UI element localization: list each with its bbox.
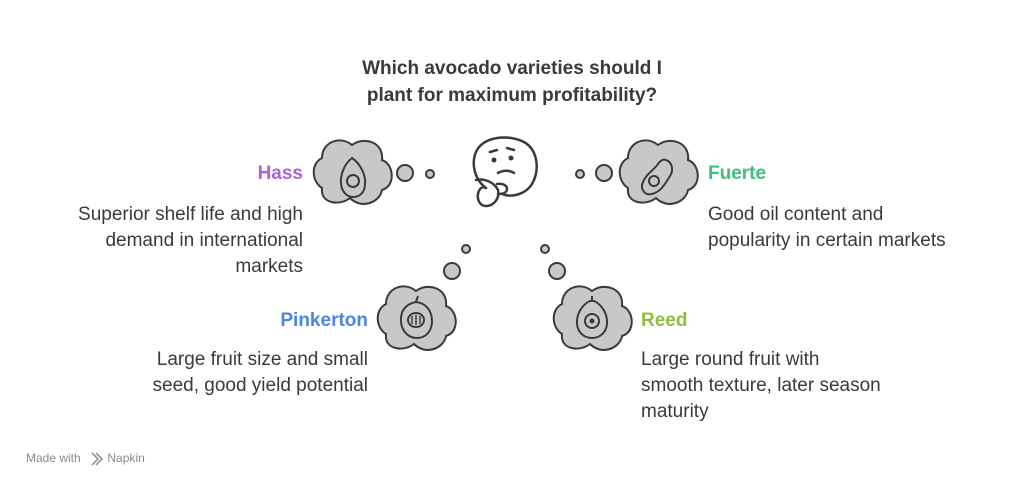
footer-attribution: Made with Napkin	[26, 451, 145, 465]
hass-cloud-icon	[312, 139, 393, 205]
pinkerton-label: Pinkerton	[280, 310, 368, 331]
footer-made-with: Made with	[26, 451, 81, 465]
footer-brand: Napkin	[107, 451, 145, 465]
thought-bubble-large-reed	[548, 262, 566, 280]
reed-desc-line: maturity	[641, 401, 709, 422]
reed-cloud-icon	[552, 285, 633, 351]
pinkerton-description: Large fruit size and small seed, good yi…	[80, 347, 369, 399]
diagram-title: Which avocado varieties should I plant f…	[312, 55, 712, 109]
thought-bubble-large-pinkerton	[443, 262, 461, 280]
fuerte-desc-line: popularity in certain markets	[708, 230, 946, 251]
pinkerton-desc-line: Large fruit size and small	[156, 349, 368, 370]
fuerte-desc-line: Good oil content and	[708, 204, 884, 225]
reed-desc-line: smooth texture, later season	[641, 375, 881, 396]
reed-label: Reed	[641, 310, 688, 331]
thought-bubble-large-fuerte	[595, 164, 613, 182]
hass-label: Hass	[257, 163, 303, 184]
hass-desc-line: markets	[235, 256, 303, 277]
reed-desc-line: Large round fruit with	[641, 349, 820, 370]
hass-description: Superior shelf life and high demand in i…	[20, 202, 303, 280]
title-line-1: Which avocado varieties should I	[362, 58, 662, 79]
thought-bubble-small-hass	[425, 169, 435, 179]
thinking-face-icon	[472, 136, 538, 208]
whole-avocado-icon	[339, 156, 367, 199]
hass-desc-line: Superior shelf life and high	[78, 204, 303, 225]
hass-desc-line: demand in international	[105, 230, 303, 251]
round-avocado-icon	[575, 296, 609, 340]
fuerte-description: Good oil content and popularity in certa…	[708, 202, 1008, 254]
thought-bubble-small-reed	[540, 244, 550, 254]
thought-bubble-large-hass	[396, 164, 414, 182]
pinkerton-desc-line: seed, good yield potential	[152, 375, 369, 396]
fuerte-cloud-icon	[618, 139, 699, 205]
halved-avocado-icon	[399, 295, 434, 340]
napkin-logo-icon	[91, 452, 104, 466]
pear-avocado-icon	[641, 158, 674, 196]
thought-bubble-small-pinkerton	[461, 244, 471, 254]
thought-bubble-small-fuerte	[575, 169, 585, 179]
pinkerton-cloud-icon	[376, 285, 457, 351]
fuerte-label: Fuerte	[708, 163, 767, 184]
reed-description: Large round fruit with smooth texture, l…	[641, 347, 961, 425]
title-line-2: plant for maximum profitability?	[366, 85, 658, 106]
